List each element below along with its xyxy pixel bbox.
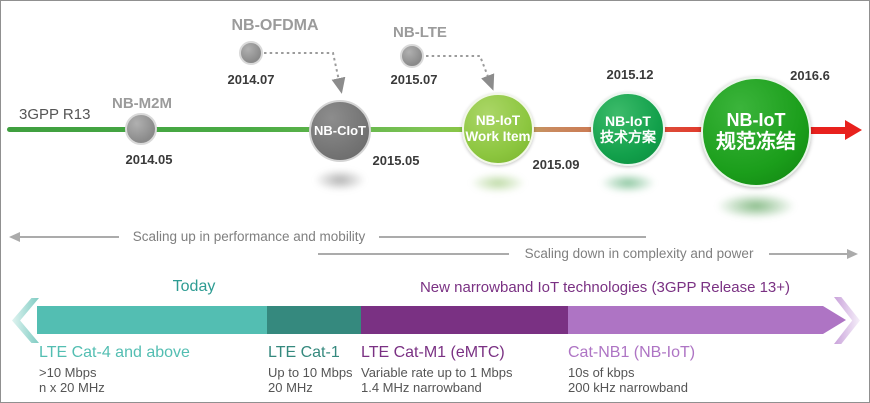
category-lte-cat1-name: LTE Cat-1 — [268, 344, 340, 361]
milestone-nb-ofdma-label: NB-OFDMA — [231, 17, 319, 34]
milestone-nb-m2m-label: NB-M2M — [112, 95, 172, 112]
category-lte-catm1-name: LTE Cat-M1 (eMTC) — [361, 344, 505, 361]
category-lte-cat4-name: LTE Cat-4 and above — [39, 344, 190, 361]
bar-segment-lte-cat4 — [37, 306, 267, 334]
timeline-axis — [7, 127, 813, 132]
category-lte-catm1-line2: 1.4 MHz narrowband — [361, 380, 482, 395]
category-lte-cat1-line1: Up to 10 Mbps — [268, 365, 353, 380]
milestone-nb-m2m-date: 2014.05 — [125, 152, 173, 167]
milestone-work-item-date: 2015.09 — [532, 157, 580, 172]
nb-lte-dotted-arrow-icon — [426, 55, 495, 91]
reflection — [716, 193, 796, 219]
nb-ofdma-dotted-arrow-icon — [264, 52, 346, 94]
milestone-nb-lte-date: 2015.07 — [390, 72, 438, 87]
milestone-tech-plan-line2: 技术方案 — [600, 129, 656, 145]
category-cat-nb1-line1: 10s of kbps — [568, 365, 635, 380]
milestone-nb-iot-tech-plan-circle: NB-IoT 技术方案 — [591, 92, 665, 166]
scaling-up-label: Scaling up in performance and mobility — [119, 229, 379, 244]
category-lte-catm1-line1: Variable rate up to 1 Mbps — [361, 365, 513, 380]
category-cat-nb1-line2: 200 kHz narrowband — [568, 380, 688, 395]
milestone-work-item-line1: NB-IoT — [475, 113, 521, 129]
bar-arrow-tip-icon — [823, 306, 846, 334]
connector-arrows — [264, 52, 495, 94]
scaling-up-left-arrow-icon — [9, 232, 20, 242]
milestone-nb-ciot-circle: NB-CIoT — [309, 100, 371, 162]
timeline-red-arrow-icon — [845, 120, 862, 140]
scaling-down-label: Scaling down in complexity and power — [509, 246, 769, 261]
today-label: Today — [172, 278, 216, 295]
reflection — [314, 169, 366, 191]
milestone-tech-plan-date: 2015.12 — [606, 67, 654, 82]
milestone-spec-freeze-line1: NB-IoT — [726, 110, 786, 131]
category-lte-cat1-line2: 20 MHz — [268, 380, 313, 395]
milestone-nb-lte-label: NB-LTE — [393, 24, 447, 41]
milestone-nb-m2m-dot — [125, 113, 157, 145]
milestone-nb-ciot-label: NB-CIoT — [314, 122, 366, 138]
milestone-spec-freeze-line2: 规范冻结 — [716, 130, 796, 153]
category-cat-nb1-name: Cat-NB1 (NB-IoT) — [568, 344, 696, 361]
milestone-nb-lte-dot — [400, 44, 424, 68]
reflection — [470, 173, 526, 193]
bar-segment-lte-catm1 — [361, 306, 568, 334]
category-lte-cat4-line2: n x 20 MHz — [39, 380, 105, 395]
milestone-nb-iot-spec-freeze-circle: NB-IoT 规范冻结 — [701, 77, 811, 187]
timeline-red-arrow-line — [807, 127, 847, 134]
reflection — [600, 173, 656, 193]
milestone-work-item-line2: Work Item — [465, 129, 531, 144]
release-label: 3GPP R13 — [19, 106, 91, 123]
bar-segment-cat-nb1 — [568, 306, 823, 334]
milestone-spec-freeze-date: 2016.6 — [790, 68, 830, 83]
milestone-tech-plan-line1: NB-IoT — [605, 112, 651, 129]
new-narrowband-label: New narrowband IoT technologies (3GPP Re… — [419, 279, 791, 296]
category-lte-cat4-line1: >10 Mbps — [39, 365, 97, 380]
milestone-nb-iot-work-item-circle: NB-IoT Work Item — [462, 93, 534, 165]
milestone-nb-ofdma-dot — [239, 41, 263, 65]
scaling-down-right-arrow-icon — [847, 249, 858, 259]
bar-segment-lte-cat1 — [267, 306, 361, 334]
bar-left-chevron-icon — [12, 298, 39, 343]
milestone-nb-ofdma-date: 2014.07 — [227, 72, 275, 87]
milestone-nb-ciot-date: 2015.05 — [372, 153, 420, 168]
